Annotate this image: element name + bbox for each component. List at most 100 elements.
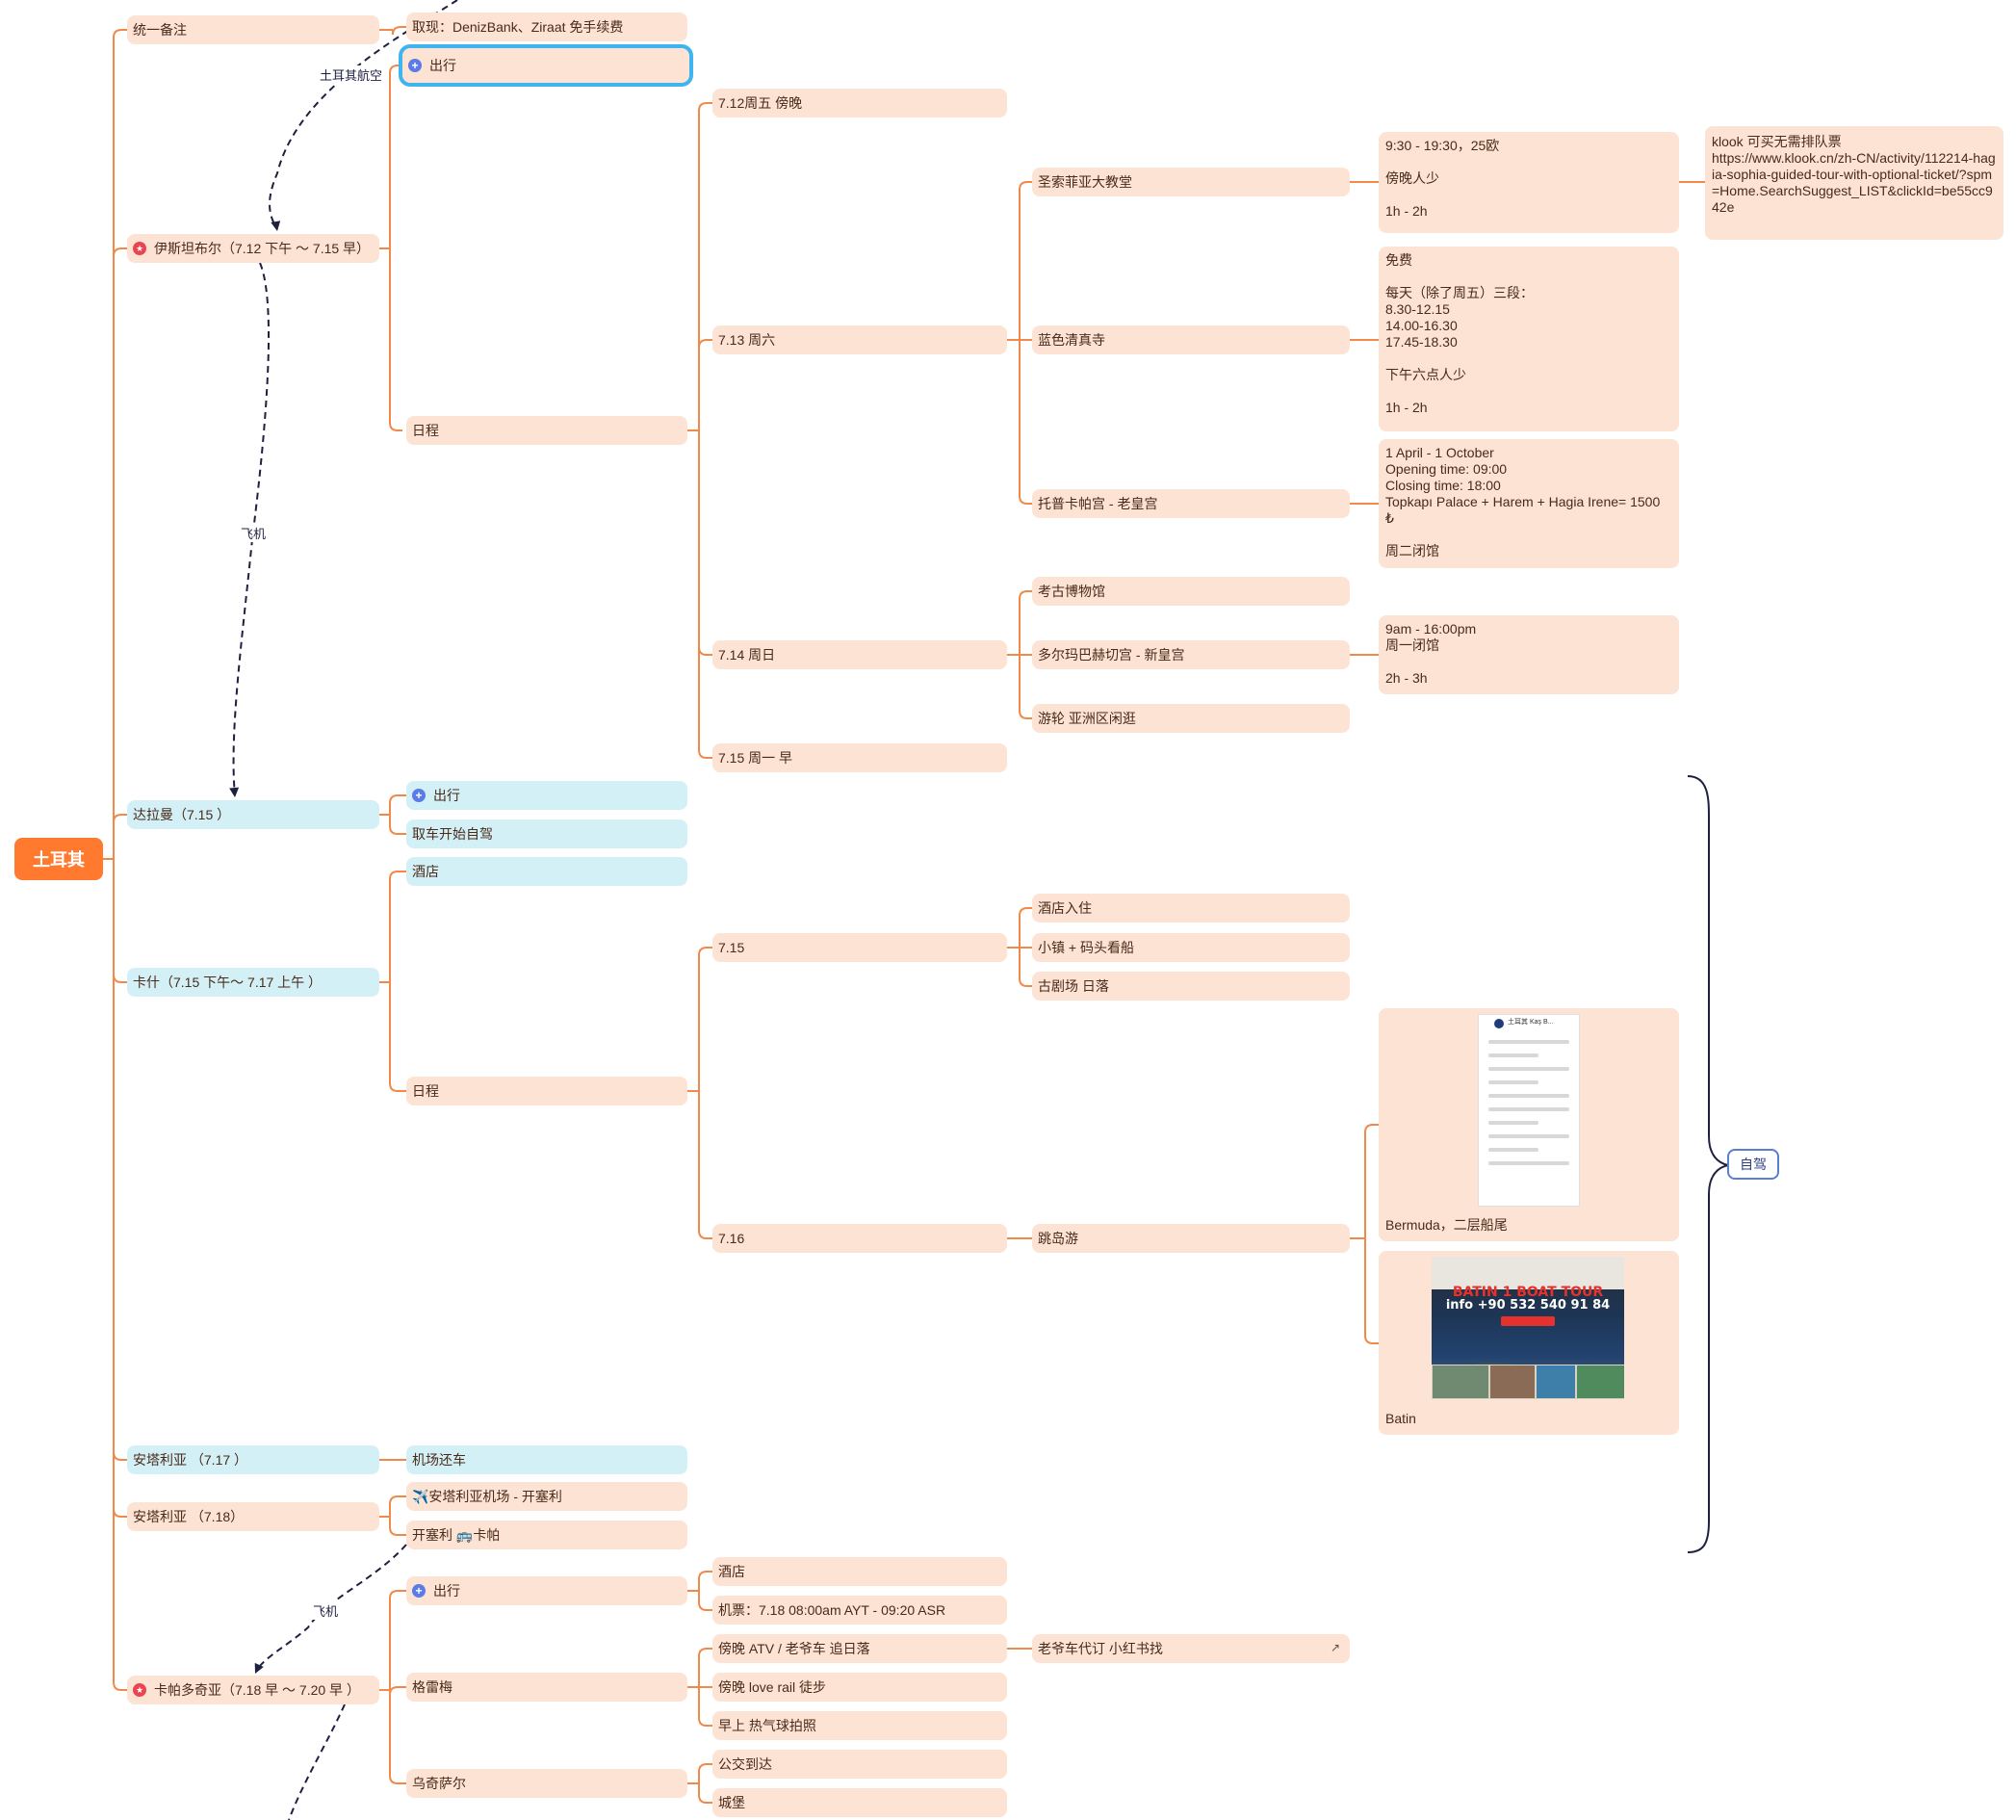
boat-title-text: BATIN 1 BOAT TOUR	[1452, 1285, 1604, 1300]
branch-connector	[1007, 590, 1032, 719]
branch-connector	[687, 947, 712, 1239]
relation-label-turkish-airlines[interactable]: 土耳其航空	[318, 65, 385, 84]
topic-kas[interactable]: 卡什（7.15 下午～ 7.17 上午 ）	[127, 968, 379, 997]
branch-connector	[379, 65, 402, 431]
topic-note[interactable]: 统一备注	[127, 15, 379, 44]
summary-self-drive[interactable]: 自驾	[1727, 1149, 1779, 1180]
topic-balloon-label: 早上 热气球拍照	[718, 1717, 816, 1733]
branch-connector	[1007, 181, 1032, 505]
topic-hotel-checkin-label: 酒店入住	[1038, 899, 1092, 916]
topic-balloon[interactable]: 早上 热气球拍照	[712, 1711, 1007, 1740]
topic-antalya-flight[interactable]: ✈️安塔利亚机场 - 开塞利	[406, 1482, 687, 1511]
topic-bus[interactable]: 公交到达	[712, 1750, 1007, 1779]
topic-uchisar[interactable]: 乌奇萨尔	[406, 1769, 687, 1798]
relation-label-plane-1[interactable]: 飞机	[239, 524, 269, 542]
detail-line	[1385, 187, 1672, 203]
summary-brace	[1687, 775, 1729, 1553]
detail-line: 9:30 - 19:30，25欧	[1385, 138, 1500, 153]
topic-old-car[interactable]: 老爷车代订 小红书找↗	[1032, 1634, 1350, 1663]
topic-goreme[interactable]: 格雷梅	[406, 1673, 687, 1702]
topic-kas-hotel[interactable]: 酒店	[406, 857, 687, 886]
topic-kayseri-bus[interactable]: 开塞利 🚌卡帕	[406, 1521, 687, 1549]
branch-connector	[687, 102, 712, 759]
topic-hotel-checkin[interactable]: 酒店入住	[1032, 894, 1350, 923]
topic-dolmabahce[interactable]: 多尔玛巴赫切宫 - 新皇宫	[1032, 640, 1350, 669]
topic-day-715-am-label: 7.15 周一 早	[718, 749, 793, 766]
topic-day-712-label: 7.12周五 傍晚	[718, 94, 803, 111]
topic-town-harbour[interactable]: 小镇 + 码头看船	[1032, 933, 1350, 962]
detail-line: klook 可买无需排队票	[1712, 134, 1842, 149]
relation-label-plane-2[interactable]: 飞机	[311, 1601, 341, 1620]
plus-marker-icon: +	[412, 1584, 426, 1598]
topic-archaeology-museum[interactable]: 考古博物馆	[1032, 577, 1350, 606]
external-link-icon[interactable]: ↗	[1331, 1641, 1341, 1654]
detail-line: 1 April - 1 October	[1385, 445, 1494, 460]
topic-kas-schedule[interactable]: 日程	[406, 1077, 687, 1105]
detail-batin[interactable]: BATIN 1 BOAT TOUR info +90 532 540 91 84…	[1379, 1251, 1679, 1435]
detail-line: 每天（除了周五）三段：	[1385, 285, 1534, 300]
topic-istanbul-travel[interactable]: +出行	[399, 44, 693, 87]
topic-dalaman-car-label: 取车开始自驾	[412, 825, 493, 842]
arrowhead-icon	[254, 1662, 264, 1674]
topic-love-valley[interactable]: 傍晚 love rail 徒步	[712, 1673, 1007, 1702]
topic-dalaman-label: 达拉曼（7.15 ）	[133, 806, 231, 822]
topic-blue-mosque[interactable]: 蓝色清真寺	[1032, 325, 1350, 354]
relation-connector	[288, 1703, 346, 1820]
topic-istanbul-schedule[interactable]: 日程	[406, 416, 687, 445]
topic-kas-716[interactable]: 7.16	[712, 1224, 1007, 1253]
topic-cruise[interactable]: 游轮 亚洲区闲逛	[1032, 704, 1350, 733]
detail-line	[1385, 154, 1672, 170]
branch-connector	[687, 1763, 712, 1804]
topic-cappadocia-travel[interactable]: +出行	[406, 1576, 687, 1605]
topic-castle-label: 城堡	[718, 1794, 745, 1810]
detail-line: https://www.klook.cn/zh-CN/activity/1122…	[1712, 150, 1996, 215]
root-topic[interactable]: 土耳其	[14, 838, 103, 880]
topic-day-715-am[interactable]: 7.15 周一 早	[712, 743, 1007, 772]
topic-airport-return[interactable]: 机场还车	[406, 1445, 687, 1474]
topic-day-713-label: 7.13 周六	[718, 331, 776, 348]
topic-cash-note[interactable]: 取现：DenizBank、Ziraat 免手续费	[406, 13, 687, 41]
topic-day-714[interactable]: 7.14 周日	[712, 640, 1007, 669]
topic-dalaman-travel[interactable]: +出行	[406, 781, 687, 810]
topic-antalya-2[interactable]: 安塔利亚 （7.18）	[127, 1502, 379, 1531]
topic-cappadocia[interactable]: ★卡帕多奇亚（7.18 早 ～ 7.20 早 ）	[127, 1676, 379, 1704]
topic-dalaman[interactable]: 达拉曼（7.15 ）	[127, 800, 379, 829]
branch-connector	[379, 26, 406, 36]
topic-archaeology-museum-label: 考古博物馆	[1038, 583, 1105, 599]
branch-connector	[379, 871, 406, 1092]
topic-day-713[interactable]: 7.13 周六	[712, 325, 1007, 354]
topic-topkapi[interactable]: 托普卡帕宫 - 老皇宫	[1032, 489, 1350, 518]
relation-connector	[269, 0, 458, 230]
branch-connector	[1007, 907, 1032, 987]
detail-line: Opening time: 09:00	[1385, 461, 1508, 477]
topic-istanbul-travel-label: 出行	[429, 57, 456, 73]
topic-theatre-sunset[interactable]: 古剧场 日落	[1032, 972, 1350, 1001]
topic-cap-ticket[interactable]: 机票：7.18 08:00am AYT - 09:20 ASR	[712, 1596, 1007, 1625]
topic-antalya-1[interactable]: 安塔利亚 （7.17 ）	[127, 1445, 379, 1474]
topic-hagia-sophia[interactable]: 圣索菲亚大教堂	[1032, 168, 1350, 196]
topic-cap-hotel[interactable]: 酒店	[712, 1557, 1007, 1586]
topic-kas-716-label: 7.16	[718, 1230, 745, 1246]
bermuda-caption: Bermuda，二层船尾	[1385, 1217, 1508, 1233]
topic-kayseri-bus-label: 开塞利 🚌卡帕	[412, 1526, 501, 1543]
topic-dalaman-car[interactable]: 取车开始自驾	[406, 819, 687, 848]
topic-day-712[interactable]: 7.12周五 傍晚	[712, 89, 1007, 117]
detail-line	[1385, 269, 1672, 285]
detail-line: 8.30-12.15	[1385, 301, 1450, 317]
topic-istanbul[interactable]: ★伊斯坦布尔（7.12 下午 ～ 7.15 早）	[127, 234, 379, 263]
topic-island-hopping[interactable]: 跳岛游	[1032, 1224, 1350, 1253]
batin-boat-tour-photo: BATIN 1 BOAT TOUR info +90 532 540 91 84	[1432, 1257, 1624, 1399]
branch-connector	[379, 1590, 406, 1784]
topic-bus-label: 公交到达	[718, 1755, 772, 1772]
topic-kas-715[interactable]: 7.15	[712, 933, 1007, 962]
detail-bermuda[interactable]: 土耳其 Kaş B... Bermuda，二层船尾	[1379, 1008, 1679, 1241]
branch-connector	[379, 794, 406, 835]
bermuda-contact-screenshot: 土耳其 Kaş B...	[1478, 1014, 1580, 1207]
topic-atv[interactable]: 傍晚 ATV / 老爷车 追日落	[712, 1634, 1007, 1663]
topic-castle[interactable]: 城堡	[712, 1788, 1007, 1817]
